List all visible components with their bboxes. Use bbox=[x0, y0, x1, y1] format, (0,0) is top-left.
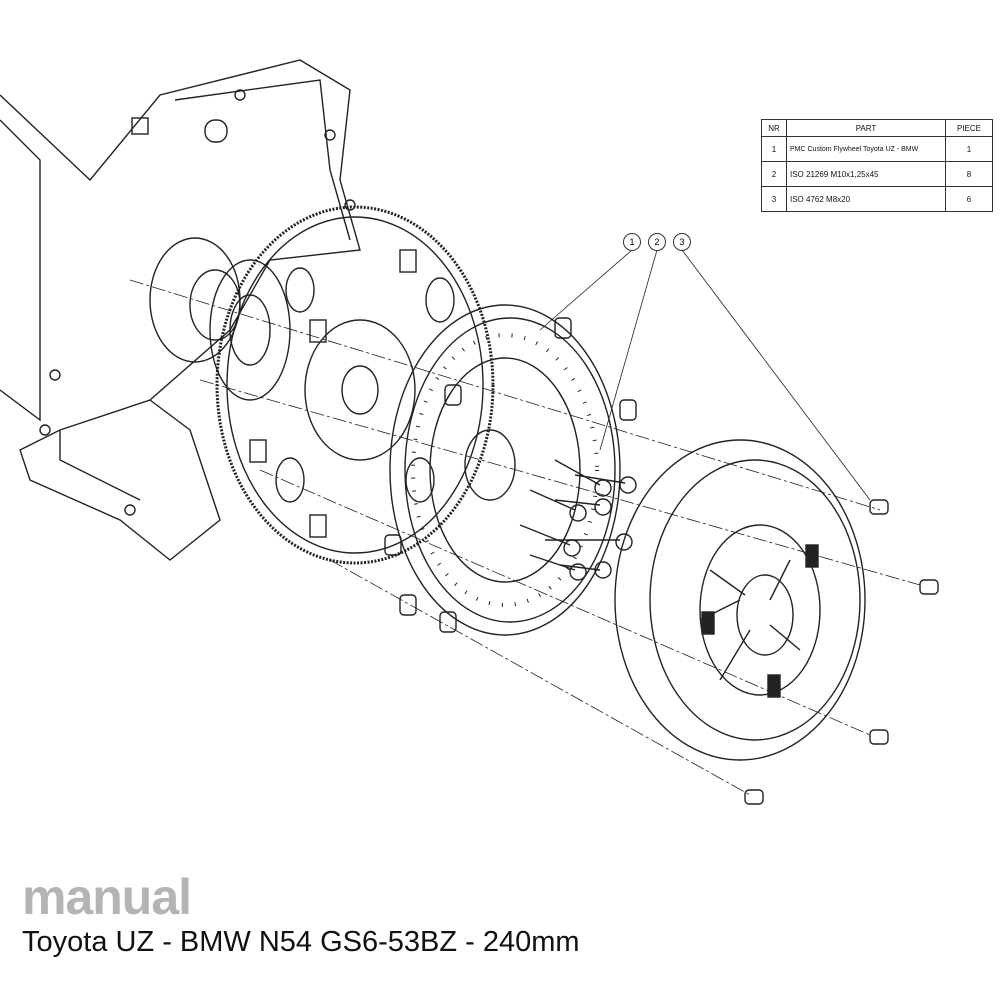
row-piece: 6 bbox=[945, 186, 993, 212]
callout-3: 3 bbox=[673, 233, 691, 251]
row-part: ISO 4762 M8x20 bbox=[786, 186, 946, 212]
callout-1: 1 bbox=[623, 233, 641, 251]
header-part: PART bbox=[786, 119, 946, 137]
custom-flywheel bbox=[384, 304, 637, 636]
leader-lines bbox=[539, 249, 871, 501]
row-nr: 2 bbox=[761, 161, 787, 187]
row-part: ISO 21269 M10x1,25x45 bbox=[786, 161, 946, 187]
callout-2: 2 bbox=[648, 233, 666, 251]
crankshaft-hub bbox=[149, 237, 291, 401]
flywheel-bolts bbox=[519, 459, 637, 581]
table-header: NR PART PIECE bbox=[761, 119, 993, 137]
brand-label: manual bbox=[22, 869, 192, 925]
row-part: PMC Custom Flywheel Toyota UZ - BMW bbox=[786, 136, 946, 162]
clutch-screws bbox=[744, 499, 939, 805]
header-nr: NR bbox=[761, 119, 787, 137]
row-nr: 1 bbox=[761, 136, 787, 162]
table-row: 3 ISO 4762 M8x20 6 bbox=[761, 186, 993, 212]
clutch-pressure-plate bbox=[614, 439, 866, 761]
drawing-title: Toyota UZ - BMW N54 GS6-53BZ - 240mm bbox=[22, 926, 580, 958]
row-piece: 8 bbox=[945, 161, 993, 187]
row-piece: 1 bbox=[945, 136, 993, 162]
parts-table: NR PART PIECE 1 PMC Custom Flywheel Toyo… bbox=[761, 119, 993, 212]
center-lines bbox=[129, 279, 921, 796]
row-nr: 3 bbox=[761, 186, 787, 212]
header-piece: PIECE bbox=[945, 119, 993, 137]
table-row: 2 ISO 21269 M10x1,25x45 8 bbox=[761, 161, 993, 187]
table-row: 1 PMC Custom Flywheel Toyota UZ - BMW 1 bbox=[761, 136, 993, 162]
engine-block-bellhousing bbox=[0, 59, 361, 561]
